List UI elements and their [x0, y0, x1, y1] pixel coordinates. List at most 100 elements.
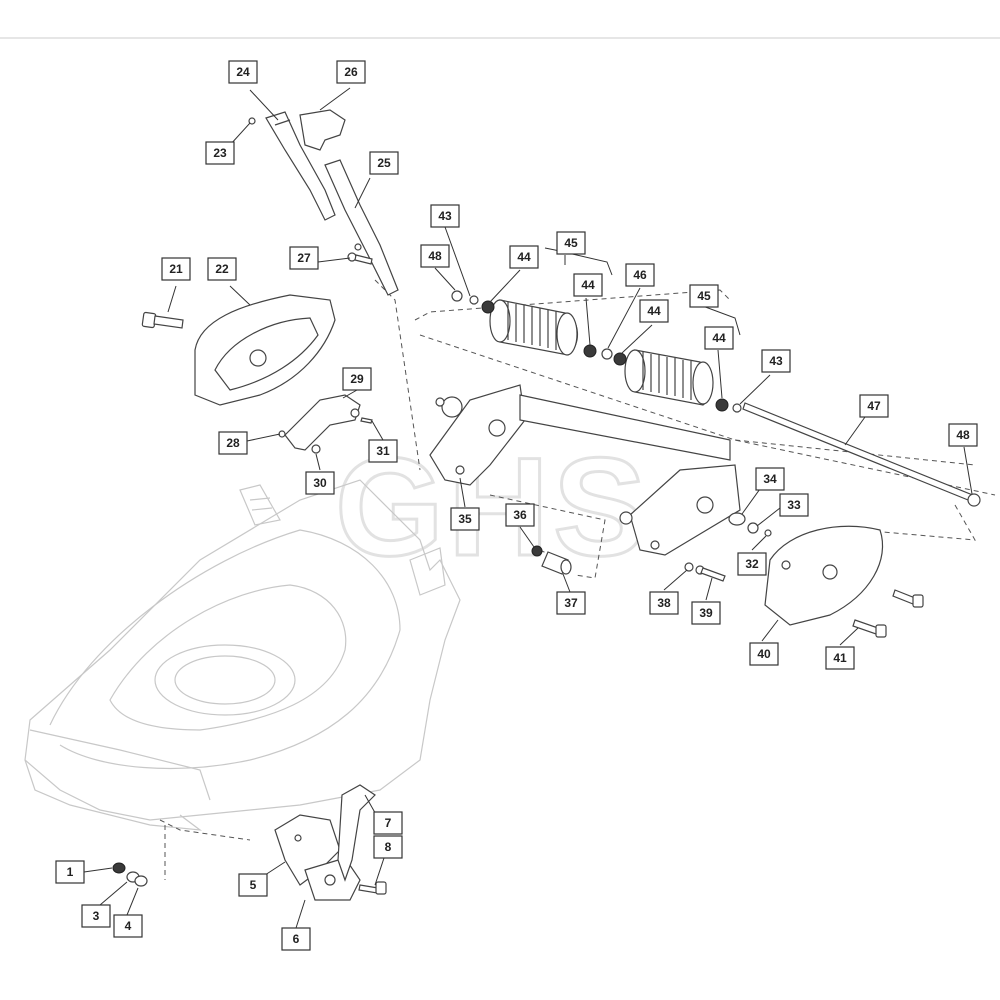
part-bolt-41b	[852, 619, 887, 638]
svg-text:29: 29	[350, 372, 364, 386]
callout-48-left: 48	[420, 244, 450, 268]
part-spacer-37	[541, 551, 572, 575]
part-pin-32	[764, 529, 772, 537]
svg-text:1: 1	[67, 865, 74, 879]
callout-5: 5	[238, 873, 268, 897]
svg-text:3: 3	[93, 909, 100, 923]
callout-32: 32	[737, 552, 767, 576]
svg-text:47: 47	[867, 399, 881, 413]
part-nut-1	[112, 862, 126, 874]
callout-34: 34	[755, 467, 785, 491]
callout-46: 46	[625, 263, 655, 287]
svg-text:48: 48	[428, 249, 442, 263]
part-cover-22	[194, 294, 336, 406]
svg-text:6: 6	[293, 932, 300, 946]
callout-48-right: 48	[948, 423, 978, 447]
svg-text:45: 45	[697, 289, 711, 303]
part-bolt-41a	[892, 589, 924, 608]
part-washer-4	[134, 875, 148, 887]
part-roller-45b	[624, 349, 714, 406]
part-bracket-5	[274, 814, 341, 886]
part-bolt-21	[141, 311, 184, 329]
callout-7: 7	[373, 811, 403, 835]
part-lever-7	[337, 784, 376, 882]
callout-40: 40	[749, 642, 779, 666]
callout-29: 29	[342, 367, 372, 391]
svg-text:21: 21	[169, 262, 183, 276]
svg-text:5: 5	[250, 878, 257, 892]
part-bracket-29	[284, 394, 361, 451]
part-washer-48a	[451, 290, 463, 302]
svg-text:38: 38	[657, 596, 671, 610]
callout-45-left: 45	[556, 231, 586, 255]
part-washer-34	[728, 512, 746, 526]
svg-text:4: 4	[125, 919, 132, 933]
part-bearing-44d	[715, 398, 729, 412]
svg-text:33: 33	[787, 498, 801, 512]
svg-text:28: 28	[226, 436, 240, 450]
svg-text:27: 27	[297, 251, 311, 265]
svg-text:23: 23	[213, 146, 227, 160]
svg-text:32: 32	[745, 557, 759, 571]
part-nut-36	[531, 545, 543, 557]
callout-39: 39	[691, 601, 721, 625]
callout-37: 37	[556, 591, 586, 615]
callout-30: 30	[305, 471, 335, 495]
callout-44-1: 44	[509, 245, 539, 269]
callout-22: 22	[207, 257, 237, 281]
mower-deck-outline	[24, 479, 461, 831]
callout-4: 4	[113, 914, 143, 938]
svg-text:8: 8	[385, 840, 392, 854]
svg-text:48: 48	[956, 428, 970, 442]
svg-text:35: 35	[458, 512, 472, 526]
svg-text:44: 44	[712, 331, 726, 345]
callout-36: 36	[505, 503, 535, 527]
svg-text:39: 39	[699, 606, 713, 620]
callout-44-2: 44	[573, 273, 603, 297]
part-screw-31	[360, 417, 373, 424]
svg-text:26: 26	[344, 65, 358, 79]
svg-text:44: 44	[517, 250, 531, 264]
part-washer-33	[747, 522, 759, 534]
callout-1: 1	[55, 860, 85, 884]
part-frame-35	[429, 384, 741, 556]
part-spring-43b	[732, 403, 742, 413]
part-washer-38	[684, 562, 694, 572]
callout-33: 33	[779, 493, 809, 517]
callout-43-right: 43	[761, 349, 791, 373]
part-bearing-44a	[481, 300, 495, 314]
svg-text:22: 22	[215, 262, 229, 276]
svg-text:25: 25	[377, 156, 391, 170]
svg-text:31: 31	[376, 444, 390, 458]
part-screw-23	[248, 117, 256, 125]
callout-24: 24	[228, 60, 258, 84]
svg-text:37: 37	[564, 596, 578, 610]
callout-41: 41	[825, 646, 855, 670]
callout-44-4: 44	[704, 326, 734, 350]
callout-26: 26	[336, 60, 366, 84]
part-lever-24	[265, 111, 336, 221]
callout-8: 8	[373, 835, 403, 859]
callout-23: 23	[205, 141, 235, 165]
svg-text:36: 36	[513, 508, 527, 522]
svg-text:46: 46	[633, 268, 647, 282]
part-bolt-27	[347, 243, 373, 265]
svg-text:34: 34	[763, 472, 777, 486]
callout-38: 38	[649, 591, 679, 615]
part-washer-46	[601, 348, 613, 360]
callout-45-right: 45	[689, 284, 719, 308]
part-spring-43a	[469, 295, 479, 305]
part-bearing-44b	[583, 344, 597, 358]
part-roller-45a	[489, 299, 578, 356]
svg-text:45: 45	[564, 236, 578, 250]
svg-text:40: 40	[757, 647, 771, 661]
callout-28: 28	[218, 431, 248, 455]
callout-47: 47	[859, 394, 889, 418]
part-cover-40	[764, 525, 884, 626]
svg-text:43: 43	[769, 354, 783, 368]
part-bolt-8	[358, 881, 387, 895]
part-bearing-44c	[613, 352, 627, 366]
part-washer-30	[311, 444, 321, 454]
svg-text:44: 44	[581, 278, 595, 292]
